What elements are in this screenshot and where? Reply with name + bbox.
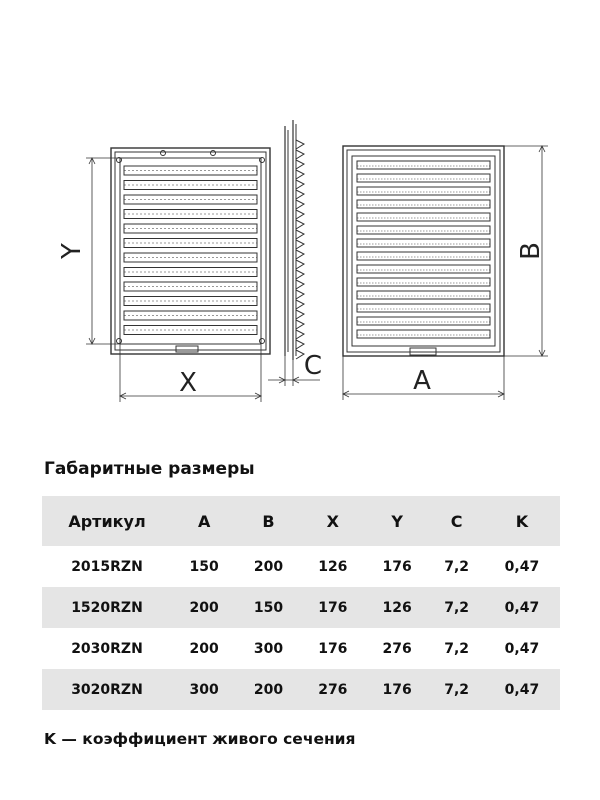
c-label: C — [304, 351, 322, 381]
louvre-slat — [356, 225, 491, 235]
cell-a: 300 — [172, 669, 237, 710]
profile-tooth — [295, 329, 306, 340]
cell-article: 2030RZN — [71, 640, 143, 657]
cell-article: 1520RZN — [42, 587, 172, 628]
cell-y: 276 — [382, 640, 412, 657]
header-c: C — [429, 496, 484, 546]
louvre-slat — [356, 251, 491, 261]
profile-tooth — [295, 339, 306, 350]
cell-k: 0,47 — [504, 558, 540, 575]
profile-tooth — [295, 179, 306, 190]
louvre-slat — [356, 212, 491, 222]
b-label: B — [516, 242, 546, 260]
cell-c: 7,2 — [429, 669, 484, 710]
louvre-slat — [356, 329, 491, 339]
cell-x: 176 — [300, 587, 365, 628]
louvre-slat — [356, 199, 491, 209]
profile-tooth — [295, 319, 306, 330]
cell-article: 2015RZN — [71, 558, 143, 575]
b-dimension — [504, 145, 548, 357]
profile-tooth — [295, 209, 306, 220]
louvre-slat — [356, 316, 491, 326]
technical-drawing: Y X C B — [57, 120, 548, 402]
section-title: Габаритные размеры — [44, 459, 255, 479]
table-row: 1520RZN 200 150 176 126 7,2 0,47 — [42, 587, 560, 628]
x-label: X — [179, 368, 197, 398]
y-dimension — [86, 157, 120, 345]
profile-tooth — [295, 189, 306, 200]
profile-tooth — [295, 289, 306, 300]
louvre-slat — [356, 238, 491, 248]
cell-article: 3020RZN — [42, 669, 172, 710]
header-k: K — [483, 496, 560, 546]
cell-b: 300 — [253, 640, 284, 657]
profile-tooth — [295, 229, 306, 240]
x-dimension — [119, 344, 262, 402]
profile-tooth — [295, 249, 306, 260]
table-row: 3020RZN 300 200 276 176 7,2 0,47 — [42, 669, 560, 710]
profile-tooth — [295, 139, 306, 150]
profile-tooth — [295, 199, 306, 210]
cell-c: 7,2 — [444, 640, 470, 657]
y-label: Y — [57, 243, 87, 260]
profile-tooth — [295, 279, 306, 290]
header-a: A — [172, 496, 237, 546]
cell-k: 0,47 — [504, 640, 540, 657]
cell-k: 0,47 — [483, 587, 560, 628]
profile-tooth — [295, 259, 306, 270]
louvre-slat — [356, 303, 491, 313]
table-row: 2015RZN 150 200 126 176 7,2 0,47 — [42, 546, 560, 587]
a-label: A — [413, 366, 431, 396]
table-row: 2030RZN 200 300 176 276 7,2 0,47 — [42, 628, 560, 669]
cell-b: 200 — [236, 669, 301, 710]
front-view — [342, 145, 505, 357]
profile-tooth — [295, 299, 306, 310]
profile-tooth — [295, 159, 306, 170]
cell-y: 176 — [364, 669, 430, 710]
cell-y: 126 — [364, 587, 430, 628]
footnote: K — коэффициент живого сечения — [44, 730, 356, 748]
profile-tooth — [295, 349, 306, 360]
cell-a: 200 — [172, 587, 237, 628]
louvre-slat — [356, 173, 491, 183]
c-dimension — [268, 356, 320, 386]
louvre-slat — [356, 277, 491, 287]
header-b: B — [236, 496, 301, 546]
header-x: X — [300, 496, 365, 546]
cell-k: 0,47 — [483, 669, 560, 710]
louvre-slat — [356, 186, 491, 196]
cell-b: 200 — [253, 558, 284, 575]
cell-x: 276 — [300, 669, 365, 710]
header-article: Артикул — [42, 496, 172, 546]
louvre-slat — [356, 290, 491, 300]
cell-c: 7,2 — [429, 587, 484, 628]
back-view — [110, 147, 271, 355]
table-header-row: Артикул A B X Y C K — [42, 496, 560, 546]
cell-a: 200 — [189, 640, 219, 657]
profile-tooth — [295, 269, 306, 280]
louvre-slat — [356, 264, 491, 274]
cell-x: 176 — [318, 640, 348, 657]
cell-c: 7,2 — [444, 558, 470, 575]
profile-tooth — [295, 169, 306, 180]
side-profile — [284, 120, 306, 360]
louvre-slat — [356, 160, 491, 170]
profile-tooth — [295, 239, 306, 250]
a-dimension — [342, 356, 505, 400]
header-y: Y — [364, 496, 430, 546]
profile-tooth — [295, 149, 306, 160]
profile-tooth — [295, 309, 306, 320]
cell-y: 176 — [382, 558, 412, 575]
dimensions-table: Артикул A B X Y C K 2015RZN 150 200 126 … — [42, 496, 560, 710]
cell-a: 150 — [189, 558, 219, 575]
cell-b: 150 — [236, 587, 301, 628]
cell-x: 126 — [318, 558, 348, 575]
profile-tooth — [295, 219, 306, 230]
